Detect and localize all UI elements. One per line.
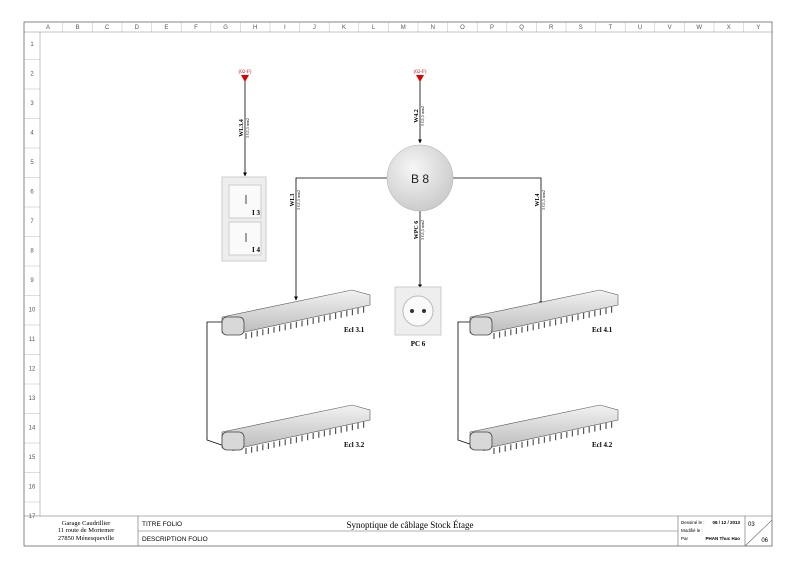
grid-column-label: D: [135, 25, 140, 31]
titre-folio: TITRE FOLIO: [142, 521, 182, 528]
grid-row-label: 7: [30, 219, 34, 225]
grid-row-label: 3: [30, 101, 34, 107]
grid-column-label: V: [668, 25, 672, 31]
grid-column-label: F: [194, 25, 198, 31]
sheet-frame: [23, 21, 773, 547]
grid-column-label: N: [431, 25, 435, 31]
grid-row-label: 11: [29, 337, 36, 343]
light-fixture: Ecl 3.2: [221, 404, 371, 454]
grid-row-label: 8: [30, 249, 34, 255]
cable-center-feed-spec: 3 G1,5 mm2: [420, 106, 426, 126]
junction-box-label: B 8: [411, 172, 429, 186]
light-label: Ecl 4.2: [592, 441, 613, 449]
cable-left-feed-name: WL3.4: [239, 119, 245, 137]
drawn-date: 08 / 12 / 2013: [712, 520, 740, 525]
cable-left-feed-spec: 3 G1,5 mm2: [245, 118, 251, 138]
grid-column-label: A: [46, 25, 50, 31]
grid-column-label: Q: [519, 25, 524, 31]
grid-row-label: 1: [30, 42, 34, 48]
grid-row-label: 12: [29, 367, 36, 373]
grid-column-label: R: [549, 25, 554, 31]
grid-row-label: 16: [29, 485, 36, 491]
description-folio: DESCRIPTION FOLIO: [142, 536, 208, 543]
grid-column-label: W: [696, 25, 702, 31]
light-label: Ecl 4.1: [592, 326, 613, 334]
cable-right-branch-name: WL4: [535, 193, 541, 206]
grid-column-label: O: [460, 25, 465, 31]
grid-column-label: H: [253, 25, 257, 31]
source-ref-center: (02-F): [414, 70, 427, 75]
light-label: Ecl 3.2: [344, 441, 365, 449]
light-fixture: Ecl 3.1: [221, 289, 371, 339]
sheet-title: Synoptique de câblage Stock Étage: [347, 520, 474, 530]
grid-column-label: Y: [756, 25, 760, 31]
cable-socket-name: WPC 6: [414, 221, 420, 240]
grid-row-label: 14: [29, 426, 36, 432]
source-arrow-center-icon: [416, 75, 424, 82]
grid-row-label: 2: [30, 72, 34, 78]
grid-column-label: M: [401, 25, 406, 31]
cable-socket-spec: 3 G1,5 mm2: [420, 220, 426, 240]
modified-label: Modifié le :: [681, 528, 703, 533]
socket-label: PC 6: [411, 340, 426, 348]
junction-box-b8: B 8: [386, 144, 454, 212]
company-city: 27850 Ménesqueville: [58, 535, 114, 542]
grid-row-label: 17: [29, 514, 36, 520]
drawn-label: Dessiné le :: [681, 520, 705, 525]
grid-row-label: 5: [30, 160, 34, 166]
grid-column-label: C: [105, 25, 110, 31]
grid-row-label: 6: [30, 190, 34, 196]
grid-column-label: L: [372, 25, 376, 31]
cable-right-branch-spec: 3 G1,5 mm2: [541, 190, 547, 210]
grid-row-label: 13: [29, 396, 36, 402]
grid-column-label: S: [579, 25, 583, 31]
grid-row-label: 4: [30, 131, 34, 137]
source-arrow-left-icon: [241, 75, 249, 82]
light-fixture: Ecl 4.2: [469, 404, 619, 454]
total-pages: 06: [761, 538, 768, 544]
grid-column-label: E: [164, 25, 168, 31]
grid-row-label: 9: [30, 278, 34, 284]
switch-label-1: I 3: [252, 209, 260, 217]
grid-column-label: B: [76, 25, 80, 31]
power-socket: PC 6: [394, 286, 442, 348]
company-address: 11 route de Mortemer: [58, 527, 115, 534]
source-ref-left: (02-F): [239, 70, 252, 75]
grid-column-label: J: [313, 25, 316, 31]
grid-column-label: T: [609, 25, 613, 31]
grid-column-label: X: [727, 25, 731, 31]
grid-column-label: I: [284, 25, 286, 31]
grid-row-label: 15: [29, 455, 36, 461]
company-name: Garage Caudrillier: [62, 520, 111, 527]
by-label: Par: [681, 536, 689, 541]
title-block: [24, 515, 773, 547]
cable-left-branch-name: WL3: [290, 193, 296, 206]
wires: [206, 80, 543, 451]
grid-column-label: U: [638, 25, 642, 31]
switch-label-2: I 4: [252, 246, 260, 254]
light-label: Ecl 3.1: [344, 326, 365, 334]
grid-column-label: G: [223, 25, 228, 31]
page-number: 03: [748, 522, 755, 528]
author: PHAN Thuc Hao: [705, 536, 740, 541]
double-switch: I 3 I 4: [221, 176, 267, 262]
grid-row-label: 10: [29, 308, 36, 314]
light-fixture: Ecl 4.1: [469, 289, 619, 339]
cable-center-feed-name: W4.2: [414, 109, 420, 123]
cable-left-branch-spec: 3 G1,5 mm2: [296, 190, 302, 210]
grid-column-label: P: [490, 25, 494, 31]
grid-column-label: K: [342, 25, 346, 31]
